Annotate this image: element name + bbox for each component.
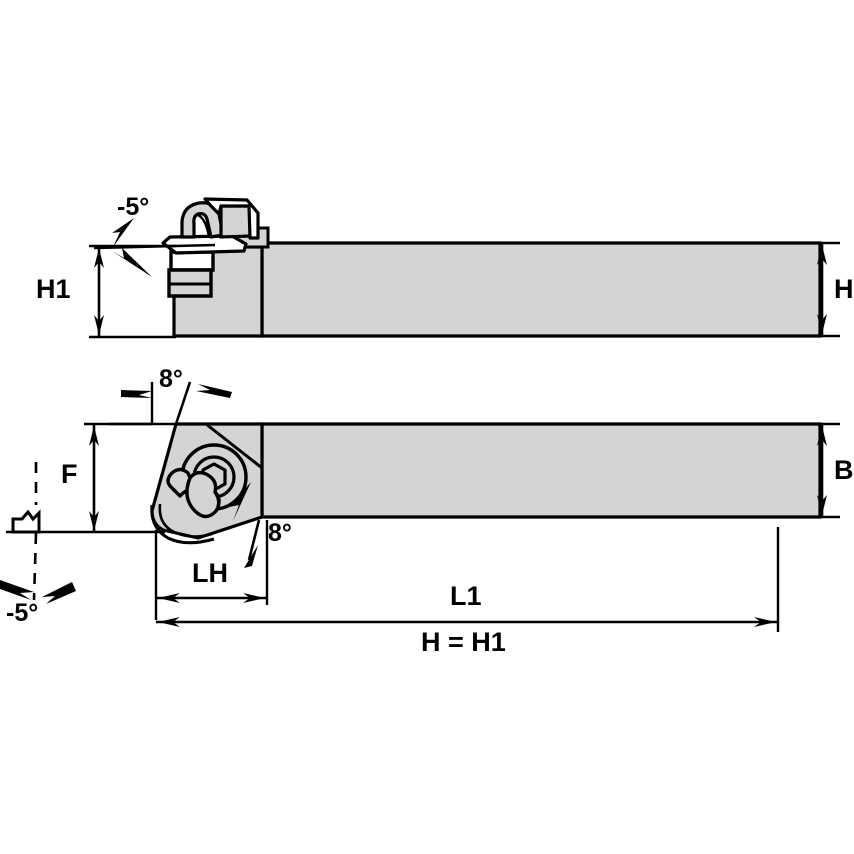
label-lh: LH: [192, 558, 228, 588]
label-b: B: [834, 455, 854, 485]
top-view-nose-arc-inner: [158, 503, 213, 538]
tool-notch-symbol: [11, 509, 41, 534]
h1-dim-arrowheads: [94, 248, 104, 335]
top-view-cam-lever-body: [185, 470, 221, 519]
lead-angle-arrow-bottom: [229, 482, 251, 521]
lead-angle-bottom-arrow2: [244, 545, 258, 580]
side-view-cam-lever: [180, 201, 225, 239]
label-rake-angle-side: -5°: [117, 193, 150, 221]
label-cutting-edge-angle: -5°: [6, 599, 39, 627]
b-dim-arrowheads: [817, 426, 827, 515]
label-lead-angle-bottom: 8°: [268, 519, 292, 547]
label-lead-angle-top: 8°: [159, 365, 183, 393]
side-view-clamp-screw: [219, 204, 254, 239]
lh-dim-arrowheads: [158, 593, 265, 603]
lead-angle-bottom-edge: [247, 519, 261, 561]
side-view-group: [89, 197, 840, 339]
side-view-cam-detail: [197, 213, 211, 238]
top-view-nose-arc-outer: [150, 504, 215, 545]
l1-dim-arrowheads: [158, 617, 776, 627]
side-view-insert: [169, 250, 215, 272]
label-h1: H1: [36, 274, 71, 304]
top-view-shank-body: [260, 422, 822, 519]
label-h: H: [834, 274, 854, 304]
cutting-angle-arrows: [0, 580, 76, 604]
cutting-edge-centerline-lower: [32, 532, 38, 601]
label-l1: L1: [450, 581, 482, 611]
lead-angle-arrows-top: [121, 384, 232, 398]
h-dim-arrowheads: [817, 245, 827, 334]
label-f: F: [61, 459, 78, 489]
f-dim-arrowheads: [89, 426, 99, 531]
top-view-group: [0, 381, 840, 632]
side-view-clamp-cap: [203, 197, 260, 240]
lead-angle-ref-edge: [174, 381, 192, 425]
label-h-equals-h1: H = H1: [421, 627, 506, 657]
rake-angle-arrows-side: [112, 218, 152, 277]
side-view-shank-body: [260, 241, 822, 338]
top-view-chamfer-line: [205, 422, 263, 470]
